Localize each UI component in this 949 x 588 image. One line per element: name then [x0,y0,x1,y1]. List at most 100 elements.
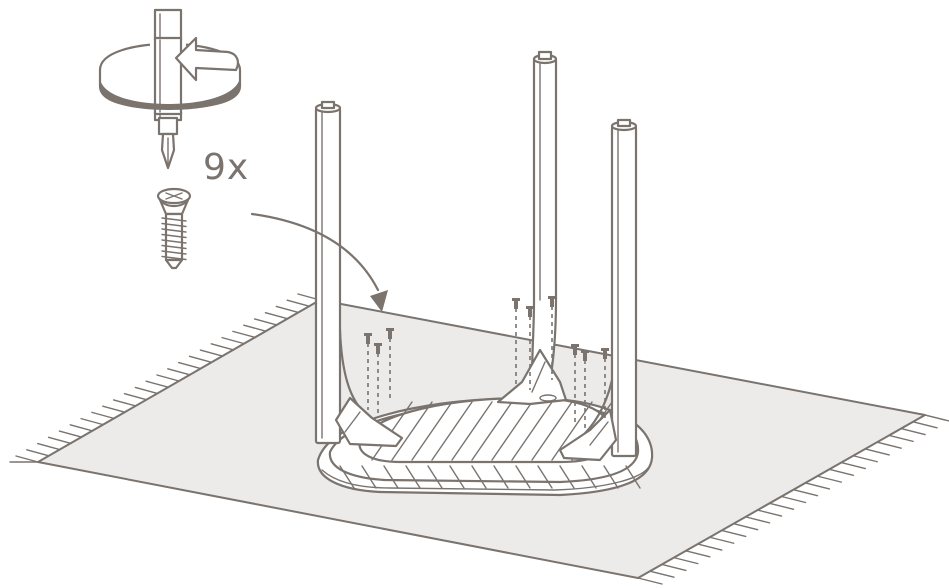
table-rim-slats [339,465,641,489]
table-leg-back [496,50,568,406]
mat-fringe-strand [80,417,104,426]
rim-slat-line [427,465,443,489]
mini-screw-icon [376,345,380,354]
mini-screw-head [364,333,372,336]
mat-fringe-strand [852,455,878,463]
mini-screw-icon [583,352,587,361]
mat-fringe-strand [900,427,926,436]
mat-edge-extension [924,414,946,421]
mat-fringe-strand [36,442,61,451]
mat-fringe-strand [134,386,159,395]
mat-fringe-strand [864,448,890,456]
mat-fringe-strand [275,305,300,314]
mini-screw-icon [528,308,532,317]
rim-slat-line [625,465,641,489]
rim-slat-line [405,465,421,489]
mini-screw-head [571,344,579,347]
mini-screw-head [601,348,609,351]
table-top [316,396,654,497]
apron-slat-line [411,401,453,461]
mini-screw-head [548,296,556,299]
apron-slat-line [511,401,553,461]
phillips-screw-icon [156,187,192,270]
mat-fringe-strand [828,468,855,477]
mini-screw-head [526,306,534,309]
apron-slat-line [451,401,493,461]
mat-fringe-strand [123,392,148,401]
mat-fringe-strand [156,374,180,382]
rim-slat-line [493,465,509,489]
mat-fringe-strand [26,449,50,457]
mat-fringe-strand [768,502,795,510]
mat-fringe-strand [792,489,819,497]
mat-fringe-strand [177,361,202,370]
mini-screw-icon [366,335,370,344]
apron-slat-line [391,401,433,461]
mat-fringe-strand [243,324,267,332]
mat-fringe-strand [888,434,914,443]
rim-slat-line [383,465,399,489]
mat-fringe-strand [756,509,783,517]
rim-slat-line [449,465,465,489]
mat-fringe-strand [47,436,72,445]
screw-thread-line [161,233,187,239]
rim-slat-line [515,465,531,489]
mat-fringe-strand [167,368,191,376]
mat-fringe-strand [685,550,711,558]
mat-fringe-strand [264,311,289,320]
rim-slat-line [361,465,377,489]
rim-slat-line [339,465,355,489]
mat-fringe-strand [145,380,169,388]
mini-screw-icon [603,350,607,359]
screw-thread-line [161,222,187,228]
mat-fringe [9,293,949,585]
mini-screw-icon [550,298,554,307]
mini-screw-head [512,298,520,301]
apron-slat-line [471,401,513,461]
mat-fringe-strand [804,482,831,490]
mat-fringe-strand [232,330,256,339]
rotate-clockwise-arrow-icon [98,36,242,116]
mat-fringe-strand [253,318,278,326]
mat-fringe-strand [744,516,771,524]
screw-thread-line [161,244,187,250]
mini-screw-head [581,350,589,353]
mat-fringe-strand [840,461,866,470]
curved-arrow-icon [250,212,388,312]
table-leg-right [558,118,638,462]
mini-screw-head [386,328,394,331]
mini-screw-icon [514,300,518,309]
apron-slat-line [431,401,473,461]
screw-thread-line [161,217,187,222]
table-leg-left [314,100,404,448]
mat-fringe-strand [112,399,137,407]
mat-fringe-strand [721,529,747,538]
mat-fringe-strand [649,570,675,578]
apron-slat-line [531,401,573,461]
screw-quantity-label: 9x [203,147,250,188]
screw-thread-line [161,228,187,233]
mini-screw-head [374,343,382,346]
screw-placement-guides [364,296,609,430]
rim-slat-line [603,465,619,489]
mat-fringe-strand [15,455,39,463]
mat-fringe-strand [199,349,224,357]
apron-slat-line [491,401,533,461]
mat-fringe-strand [221,336,245,345]
mat-fringe-strand [697,543,723,551]
mat-fringe-strand [58,430,83,438]
mat-fringe-strand [637,577,663,585]
mat-fringe-strand [69,424,93,432]
mat-fringe-strand [732,522,759,531]
mat-fringe-strand [912,421,938,429]
mat-fringe-strand [780,495,807,504]
mat-fringe-strand [876,441,902,449]
mat-fringe-strand [286,299,310,307]
mat-fringe-strand [188,355,213,364]
screw-thread-line [161,250,187,255]
mat-fringe-strand [816,475,843,483]
mat-fringe-strand [661,563,687,572]
mini-screw-icon [573,346,577,355]
mini-screw-icon [388,330,392,339]
